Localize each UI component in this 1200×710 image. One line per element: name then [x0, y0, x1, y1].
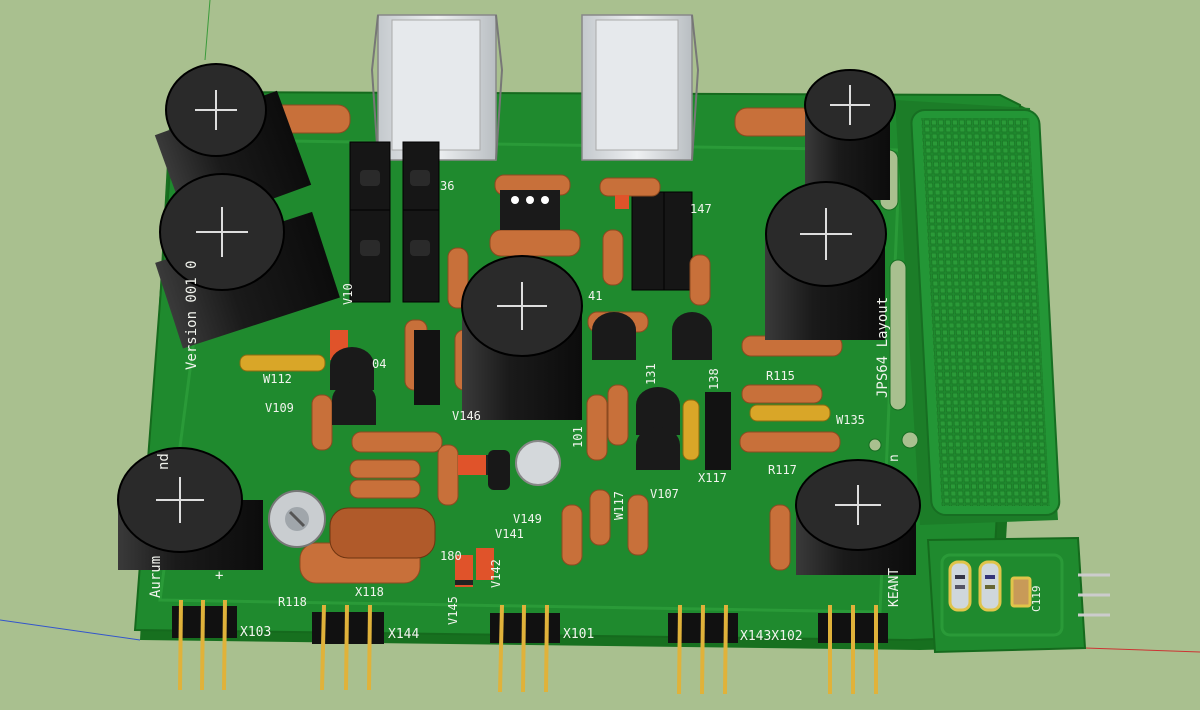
cap-mid-right — [765, 181, 887, 340]
label-v146: V146 — [452, 409, 481, 423]
header-x144 — [312, 604, 384, 691]
axis-line-blue — [0, 619, 141, 641]
label-layout: JPS64 Layout — [875, 297, 891, 398]
axis-line-green — [204, 0, 211, 61]
cap-top-right — [804, 69, 896, 200]
power-transistors — [349, 141, 693, 303]
heatsink-left — [370, 14, 504, 161]
small-transistors — [330, 190, 731, 470]
label-138: 138 — [707, 368, 721, 390]
cap-bottom-left — [117, 447, 263, 570]
film-resistors — [239, 354, 831, 461]
label-r115: R115 — [766, 369, 795, 383]
label-x101: X101 — [563, 627, 594, 642]
label-w112: W112 — [263, 372, 292, 386]
label-147: 147 — [690, 202, 712, 216]
heatsink-right — [581, 14, 700, 161]
label-36: 36 — [440, 179, 454, 193]
label-v149: V149 — [513, 512, 542, 526]
label-and: nd — [156, 453, 172, 470]
sub-board: C119 — [926, 536, 1110, 654]
label-version: Version 001 0 — [184, 260, 200, 370]
cap-mid-left — [155, 173, 340, 349]
label-c119: C119 — [1030, 586, 1043, 613]
label-x117: X117 — [698, 471, 727, 485]
label-v142: V142 — [489, 559, 503, 588]
connector-labels: X103 X144 X101 X143X102 — [240, 625, 803, 644]
axis-line-red — [1084, 647, 1200, 653]
film-capacitor — [329, 507, 436, 559]
label-x103: X103 — [240, 625, 271, 640]
label-180: 180 — [440, 549, 462, 563]
electrolytic-capacitors — [117, 63, 921, 575]
label-v141: V141 — [495, 527, 524, 541]
label-w135: W135 — [836, 413, 865, 427]
diodes — [330, 195, 629, 587]
cap-center — [461, 255, 583, 420]
label-n: n — [887, 454, 902, 462]
breadboard-area — [868, 100, 1061, 525]
label-w117: W117 — [612, 491, 626, 520]
header-x103 — [172, 599, 237, 691]
label-aurum: Aurum — [148, 556, 164, 598]
header-x143 — [668, 604, 738, 695]
label-r118: R118 — [278, 595, 307, 609]
metal-can-transistor — [515, 440, 561, 486]
silkscreen-labels: Version 001 0 nd Aurum JPS64 Layout KEAN… — [148, 179, 902, 625]
label-x143x102: X143X102 — [740, 629, 803, 644]
label-v145: V145 — [446, 596, 460, 625]
label-plus: + — [215, 568, 223, 584]
label-41: 41 — [588, 289, 602, 303]
header-x101 — [490, 604, 560, 693]
cap-bottom-right — [795, 459, 921, 575]
pin-headers — [172, 599, 888, 695]
label-x118: X118 — [355, 585, 384, 599]
label-v10: V10 — [341, 283, 355, 305]
label-r117: R117 — [768, 463, 797, 477]
label-131: 131 — [644, 363, 658, 385]
label-101: 101 — [571, 426, 585, 448]
header-right — [818, 605, 888, 694]
label-04: 04 — [372, 357, 386, 371]
label-v107: V107 — [650, 487, 679, 501]
label-x144: X144 — [388, 627, 419, 642]
label-keant: KEANT — [887, 568, 902, 607]
label-v109: V109 — [265, 401, 294, 415]
